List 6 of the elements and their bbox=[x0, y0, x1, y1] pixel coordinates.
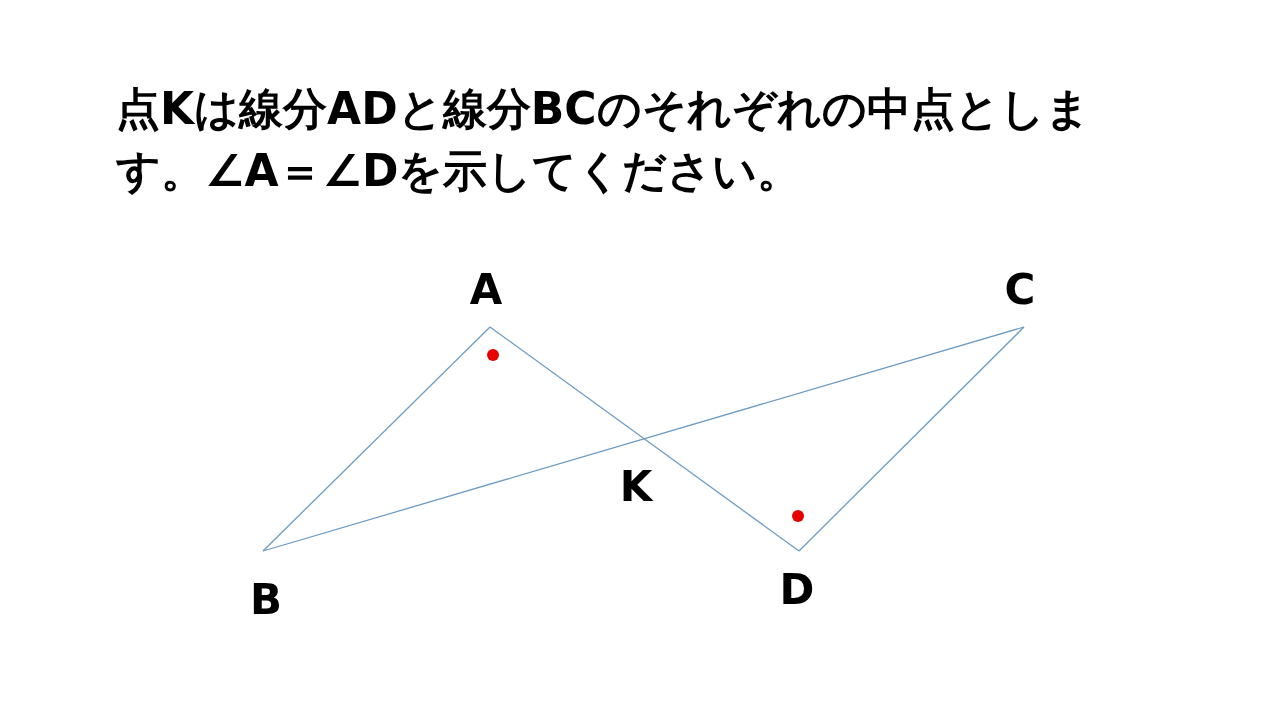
vertex-label: C bbox=[1004, 269, 1036, 311]
vertex-label: K bbox=[619, 466, 653, 508]
vertex-label: B bbox=[250, 579, 282, 621]
vertex-label: A bbox=[469, 269, 503, 311]
vertex-label: D bbox=[779, 569, 815, 611]
title: 点Kは線分ADと線分BCのそれぞれの中点とします。∠A＝∠Dを示してください。 bbox=[116, 82, 1091, 198]
